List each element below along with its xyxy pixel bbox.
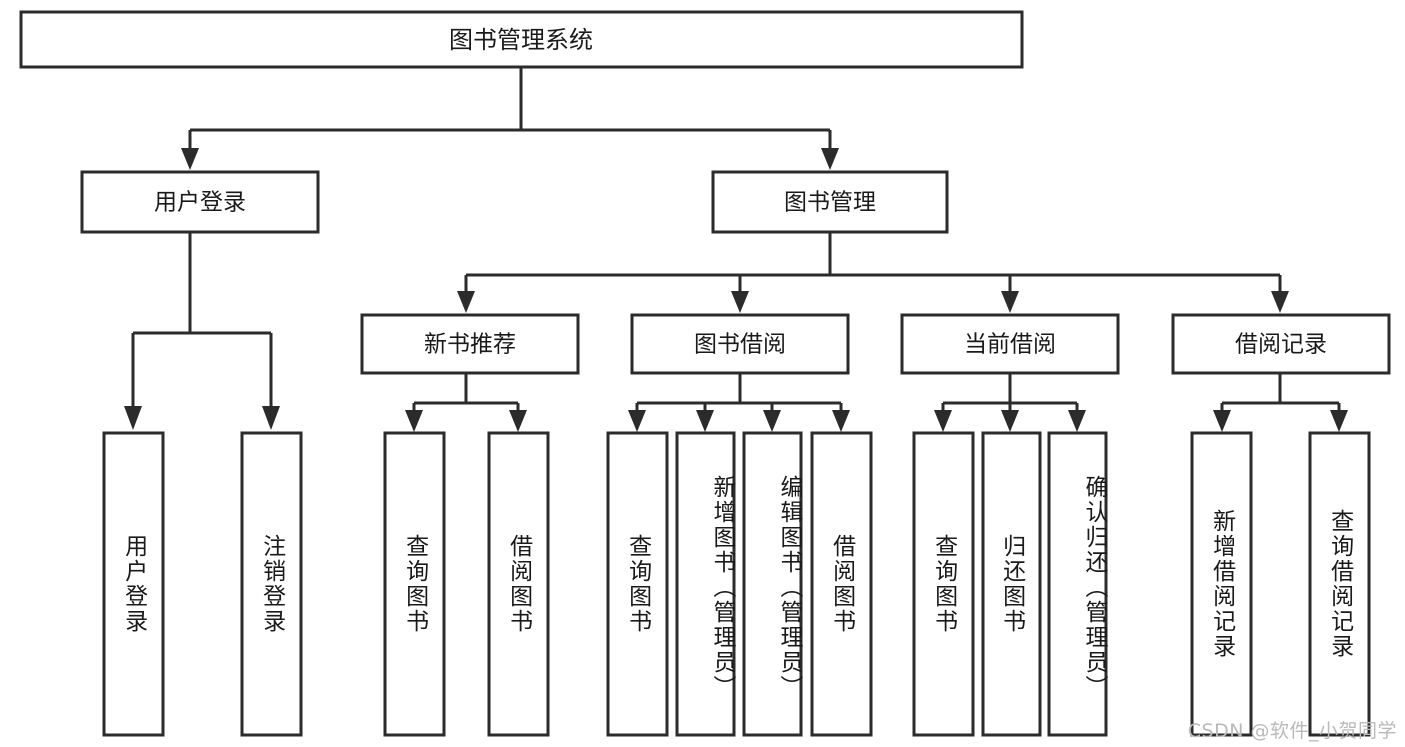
leaf-query-book-1-box[interactable] <box>383 431 446 737</box>
node-user-login[interactable]: 用户登录 <box>80 170 320 234</box>
node-book-borrow[interactable]: 图书借阅 <box>630 313 850 375</box>
node-user-login-label: 用户登录 <box>154 190 246 216</box>
node-book-manage-label: 图书管理 <box>784 190 876 216</box>
arrowhead-leaf-query-book-3 <box>934 410 952 432</box>
leaf-user-login-box[interactable] <box>102 431 165 737</box>
node-book-borrow-label: 图书借阅 <box>694 332 786 358</box>
leaf-user-logout-box[interactable] <box>240 431 303 737</box>
connector-group-current-borrow <box>934 374 1086 432</box>
leaf-confirm-return-box[interactable] <box>1047 431 1108 737</box>
node-book-borrow-box[interactable] <box>630 313 850 375</box>
arrowhead-new-book-recommend <box>457 291 475 313</box>
leaf-add-book-box[interactable] <box>675 431 736 737</box>
arrowhead-leaf-user-logout <box>262 406 280 430</box>
node-borrow-record[interactable]: 借阅记录 <box>1171 313 1391 375</box>
node-root[interactable]: 图书管理系统 <box>19 10 1024 69</box>
leaf-borrow-book-2-box[interactable] <box>810 431 873 737</box>
csdn-watermark: CSDN @软件_小贺同学 <box>1187 720 1397 742</box>
arrowhead-leaf-confirm-return <box>1068 410 1086 432</box>
node-current-borrow[interactable]: 当前借阅 <box>900 313 1120 375</box>
node-new-book-recommend-label: 新书推荐 <box>424 332 516 358</box>
connector-group-borrow-record <box>1213 374 1348 432</box>
node-borrow-record-box[interactable] <box>1171 313 1391 375</box>
arrowhead-book-borrow <box>731 291 749 313</box>
node-current-borrow-label: 当前借阅 <box>964 332 1056 358</box>
connector-group-book-manage <box>457 232 1289 313</box>
leaf-return-book-box[interactable] <box>981 431 1042 737</box>
connector-group-root <box>181 67 839 170</box>
node-root-label: 图书管理系统 <box>449 26 593 54</box>
connector-group-book-borrow <box>628 374 850 432</box>
leaf-query-record-box[interactable] <box>1308 431 1371 737</box>
node-user-login-box[interactable] <box>80 170 320 234</box>
node-book-manage[interactable]: 图书管理 <box>711 170 949 234</box>
arrowhead-current-borrow <box>1001 291 1019 313</box>
node-new-book-recommend[interactable]: 新书推荐 <box>360 313 580 375</box>
node-borrow-record-label: 借阅记录 <box>1235 332 1327 358</box>
leaf-boxes-group <box>102 431 1371 737</box>
arrowhead-leaf-query-book-1 <box>405 410 423 432</box>
node-book-manage-box[interactable] <box>711 170 949 234</box>
arrowhead-user-login <box>181 148 199 170</box>
leaf-add-record-box[interactable] <box>1190 431 1253 737</box>
leaf-query-book-2-box[interactable] <box>606 431 669 737</box>
arrowhead-book-manage <box>821 148 839 170</box>
arrowhead-borrow-record <box>1271 291 1289 313</box>
leaf-query-book-3-box[interactable] <box>912 431 975 737</box>
arrowhead-leaf-borrow-book-2 <box>832 410 850 432</box>
arrowhead-leaf-query-record <box>1330 410 1348 432</box>
leaf-borrow-book-1-box[interactable] <box>487 431 550 737</box>
node-current-borrow-box[interactable] <box>900 313 1120 375</box>
arrowhead-leaf-add-book <box>696 410 714 432</box>
arrowhead-leaf-return-book <box>1001 410 1019 432</box>
node-root-box[interactable] <box>19 10 1024 69</box>
arrowhead-leaf-edit-book <box>763 410 781 432</box>
node-new-book-recommend-box[interactable] <box>360 313 580 375</box>
leaf-edit-book-box[interactable] <box>742 431 803 737</box>
connector-group-new-book-recommend <box>405 374 527 432</box>
arrowhead-leaf-add-record <box>1213 410 1231 432</box>
arrowhead-leaf-query-book-2 <box>628 410 646 432</box>
arrowhead-leaf-borrow-book-1 <box>509 410 527 432</box>
connector-group-user-login <box>124 232 280 430</box>
arrowhead-leaf-user-login <box>124 406 142 430</box>
